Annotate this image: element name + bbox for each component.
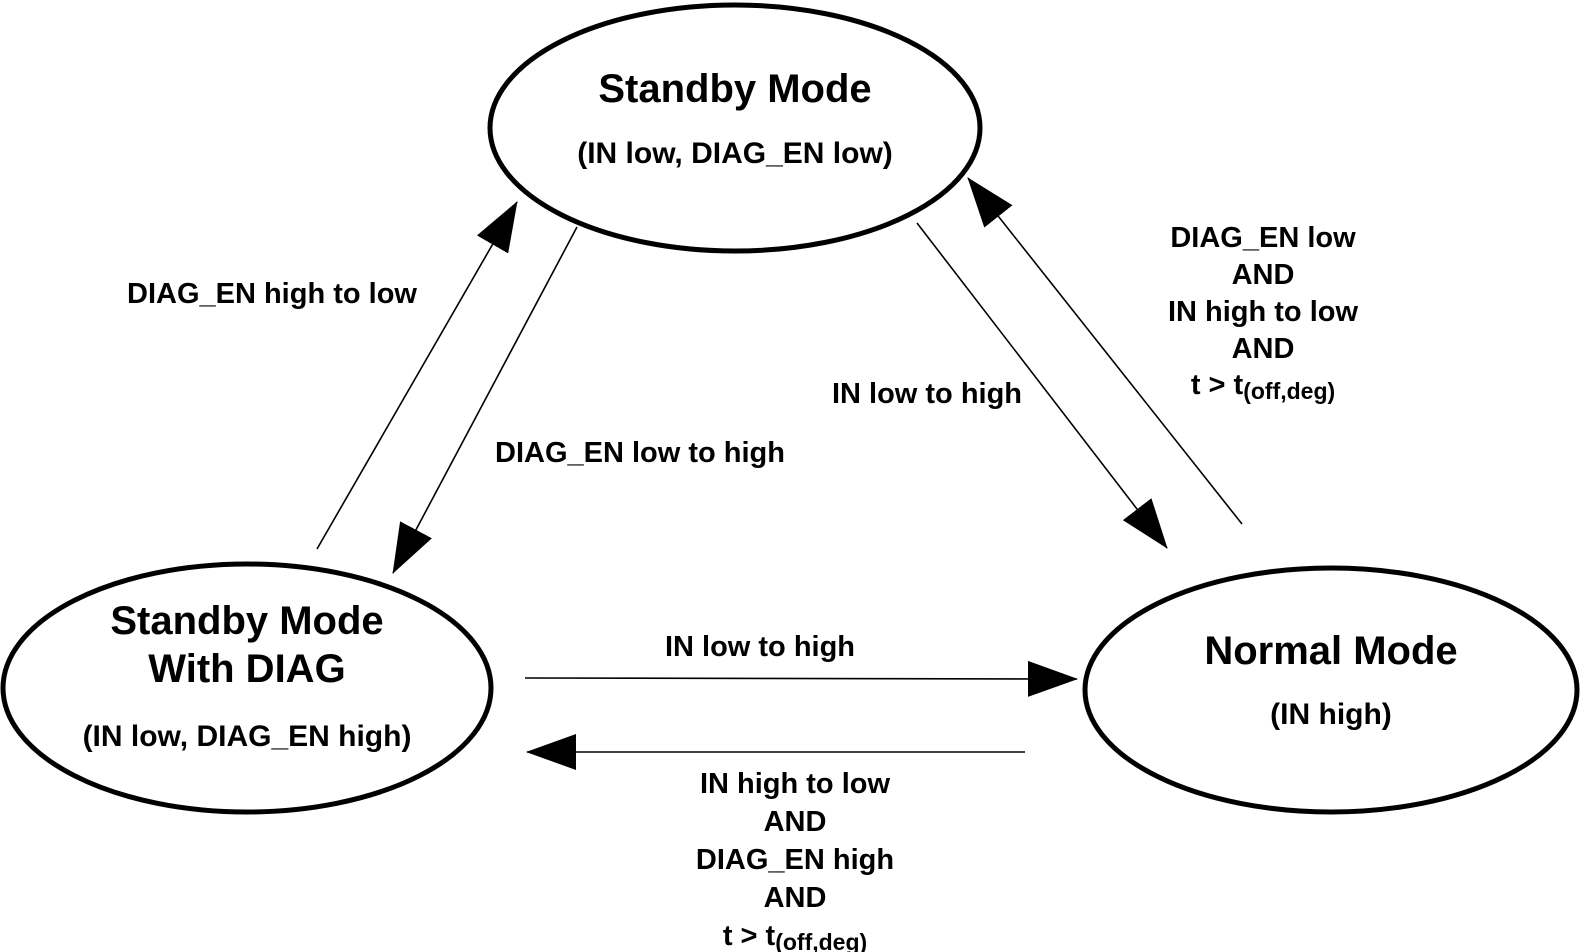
state-normal-ellipse — [1082, 565, 1580, 815]
label-normal-to-standby-with-diag-line3: DIAG_EN high — [696, 844, 894, 876]
label-normal-to-standby-with-diag-line2: AND — [764, 806, 827, 838]
label-normal-to-standby: DIAG_EN low AND IN high to low AND t > t… — [1168, 222, 1359, 404]
label-normal-to-standby-with-diag-line1: IN high to low — [700, 768, 891, 800]
label-normal-to-standby-line4: AND — [1232, 333, 1295, 365]
label-normal-to-standby-line2: AND — [1232, 259, 1295, 291]
t-off-deg-subscript: (off,deg) — [1243, 378, 1335, 404]
arrow-standby-to-normal — [916, 222, 1168, 549]
label-normal-to-standby-line1: DIAG_EN low — [1170, 222, 1356, 254]
label-normal-to-standby-with-diag-line5: t > t(off,deg) — [723, 920, 867, 952]
label-standby-to-normal: IN low to high — [832, 378, 1022, 410]
label-normal-to-standby-line5: t > t(off,deg) — [1191, 369, 1335, 404]
state-standby-subtitle: (IN low, DIAG_EN low) — [577, 137, 893, 170]
state-normal-subtitle: (IN high) — [1270, 698, 1392, 731]
arrow-standby-with-diag-to-normal — [524, 660, 1078, 697]
label-normal-to-standby-with-diag: IN high to low AND DIAG_EN high AND t > … — [696, 768, 894, 952]
state-standby-ellipse — [487, 2, 983, 254]
state-normal-title: Normal Mode — [1204, 629, 1457, 673]
t-greater-expression: t > t — [723, 920, 776, 952]
t-greater-expression: t > t — [1191, 369, 1244, 401]
label-standby-with-diag-to-standby: DIAG_EN high to low — [127, 278, 417, 310]
state-standby-with-diag-title-line1: Standby Mode — [110, 599, 383, 643]
arrow-standby-to-standby-with-diag — [392, 226, 578, 574]
state-standby-with-diag-ellipse — [0, 561, 494, 815]
state-standby-with-diag-title-line2: With DIAG — [148, 647, 345, 691]
label-standby-with-diag-to-normal: IN low to high — [665, 631, 855, 663]
arrow-standby-with-diag-to-standby — [316, 201, 518, 550]
label-normal-to-standby-line3: IN high to low — [1168, 296, 1359, 328]
t-off-deg-subscript: (off,deg) — [775, 929, 867, 952]
state-standby-with-diag-subtitle: (IN low, DIAG_EN high) — [83, 720, 412, 753]
label-normal-to-standby-with-diag-line4: AND — [764, 882, 827, 914]
state-standby-title: Standby Mode — [598, 67, 871, 111]
arrow-normal-to-standby — [967, 177, 1243, 525]
label-standby-to-standby-with-diag: DIAG_EN low to high — [495, 437, 785, 469]
